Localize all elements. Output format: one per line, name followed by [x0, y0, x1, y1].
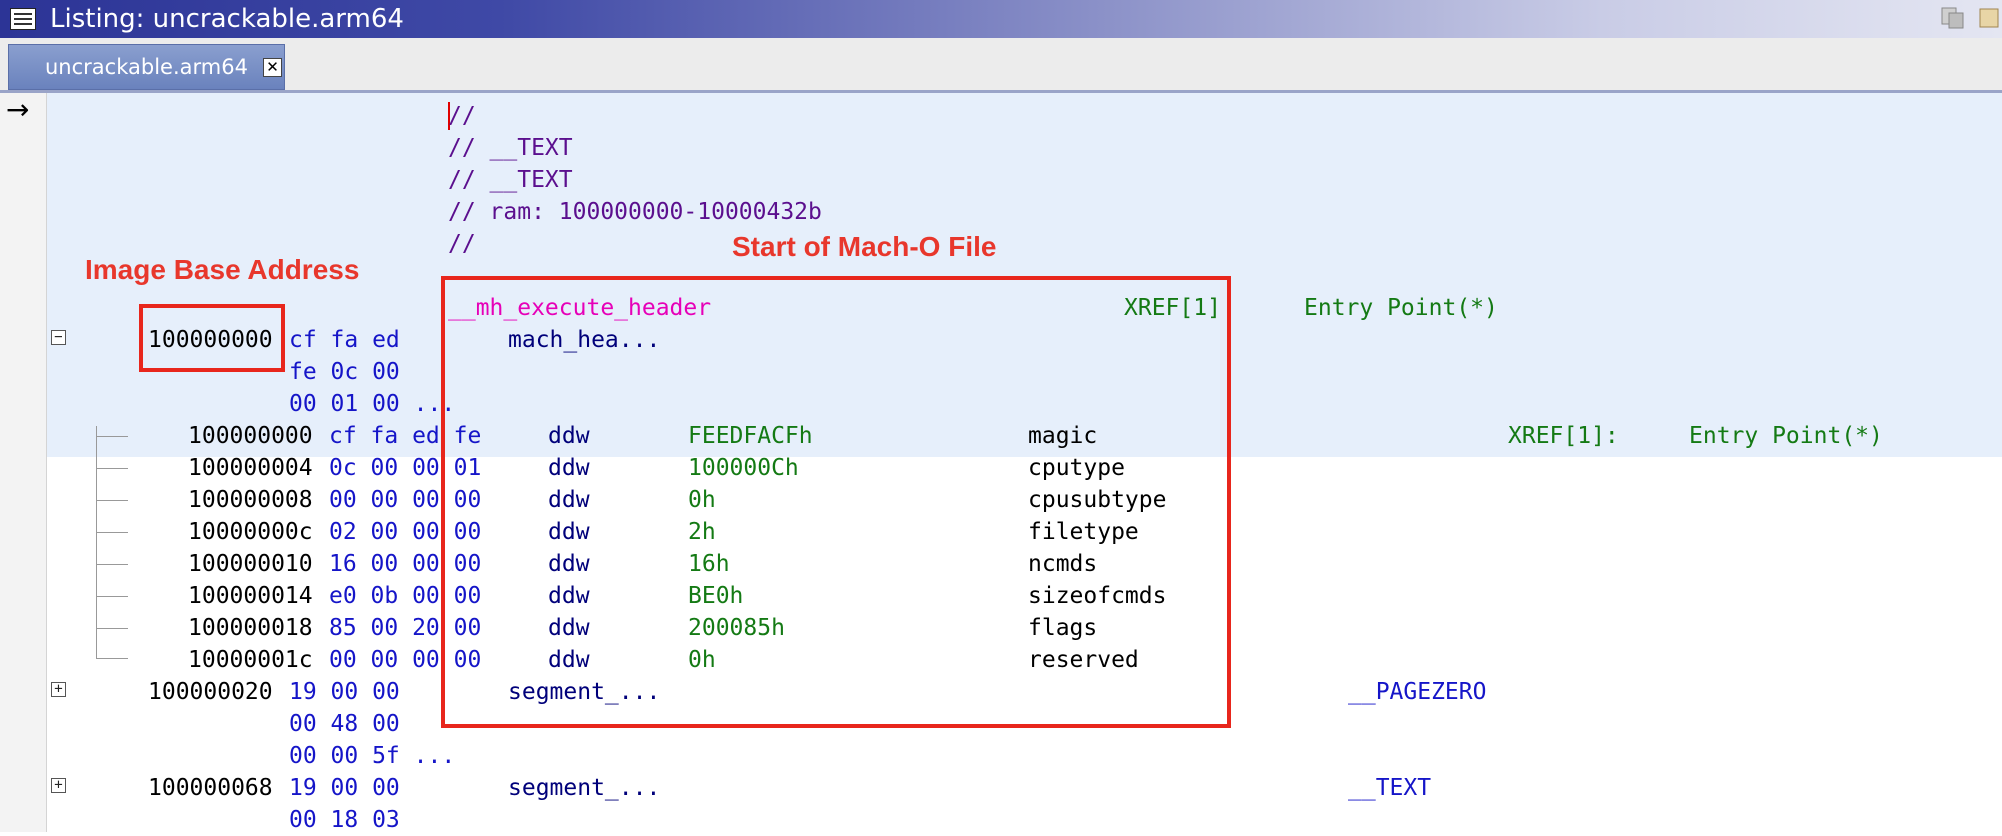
segment-bytes: 00 18 03 [289, 807, 400, 833]
header-address[interactable]: 100000000 [148, 327, 273, 353]
segment-name[interactable]: __PAGEZERO [1348, 679, 1487, 705]
comment-line: // [448, 103, 476, 129]
field-address[interactable]: 100000014 [188, 583, 313, 609]
expand-toggle-icon[interactable]: + [51, 778, 66, 793]
tree-line [96, 628, 128, 629]
tree-line [96, 468, 128, 469]
field-mnemonic[interactable]: ddw [548, 519, 590, 545]
field-bytes: 02 00 00 00 [329, 519, 482, 545]
header-bytes: cf fa ed [289, 327, 400, 353]
field-address[interactable]: 100000010 [188, 551, 313, 577]
field-mnemonic[interactable]: ddw [548, 647, 590, 673]
field-bytes: 00 00 00 00 [329, 647, 482, 673]
field-bytes: 16 00 00 00 [329, 551, 482, 577]
field-name[interactable]: flags [1028, 615, 1098, 641]
header-entry-point[interactable]: Entry Point(*) [1304, 295, 1498, 321]
field-entry-point[interactable]: Entry Point(*) [1689, 423, 1883, 449]
field-mnemonic[interactable]: ddw [548, 455, 590, 481]
window-title: Listing: uncrackable.arm64 [50, 4, 404, 34]
segment-type[interactable]: segment_... [508, 775, 661, 801]
tree-line [96, 500, 128, 501]
field-value[interactable]: 0h [688, 487, 716, 513]
field-value[interactable]: FEEDFACFh [688, 423, 813, 449]
field-address[interactable]: 10000001c [188, 647, 313, 673]
header-xref[interactable]: XREF[1] [1124, 295, 1221, 321]
segment-bytes: 19 00 00 [289, 679, 400, 705]
field-name[interactable]: sizeofcmds [1028, 583, 1167, 609]
field-name[interactable]: filetype [1028, 519, 1139, 545]
field-mnemonic[interactable]: ddw [548, 583, 590, 609]
tab-label: uncrackable.arm64 [45, 55, 248, 79]
field-value[interactable]: 0h [688, 647, 716, 673]
segment-bytes: 19 00 00 [289, 775, 400, 801]
text-cursor [448, 102, 450, 130]
field-address[interactable]: 100000008 [188, 487, 313, 513]
field-value[interactable]: 100000Ch [688, 455, 799, 481]
field-mnemonic[interactable]: ddw [548, 423, 590, 449]
field-name[interactable]: magic [1028, 423, 1098, 449]
current-location-arrow-icon: → [6, 93, 30, 126]
field-value[interactable]: 16h [688, 551, 730, 577]
snapshot-icon[interactable] [1940, 6, 1966, 30]
segment-bytes: 00 48 00 [289, 711, 400, 737]
field-address[interactable]: 100000004 [188, 455, 313, 481]
comment-line: // [448, 231, 476, 257]
segment-type[interactable]: segment_... [508, 679, 661, 705]
tree-line [96, 596, 128, 597]
header-label[interactable]: __mh_execute_header [448, 295, 712, 321]
tree-line [96, 658, 128, 659]
window-title-bar: Listing: uncrackable.arm64 [0, 0, 2002, 38]
field-bytes: 85 00 20 00 [329, 615, 482, 641]
expand-toggle-icon[interactable]: + [51, 682, 66, 697]
tab-uncrackable-arm64[interactable]: uncrackable.arm64 ✕ [8, 44, 285, 90]
segment-name[interactable]: __TEXT [1348, 775, 1432, 801]
segment-bytes: 00 00 5f ... [289, 743, 456, 769]
segment-address[interactable]: 100000020 [148, 679, 273, 705]
field-name[interactable]: cputype [1028, 455, 1125, 481]
comment-line: // __TEXT [448, 167, 573, 193]
field-xref[interactable]: XREF[1]: [1508, 423, 1619, 449]
header-highlight [47, 93, 2002, 457]
field-address[interactable]: 100000018 [188, 615, 313, 641]
header-type[interactable]: mach_hea... [508, 327, 661, 353]
field-name[interactable]: ncmds [1028, 551, 1098, 577]
tree-line [96, 436, 128, 437]
field-bytes: 0c 00 00 01 [329, 455, 482, 481]
field-mnemonic[interactable]: ddw [548, 615, 590, 641]
comment-line: // __TEXT [448, 135, 573, 161]
comment-line: // ram: 100000000-10000432b [448, 199, 822, 225]
close-tab-icon[interactable]: ✕ [263, 58, 282, 77]
listing-margin [0, 93, 47, 832]
tree-line [96, 426, 97, 658]
field-mnemonic[interactable]: ddw [548, 551, 590, 577]
listing-window-icon [10, 8, 36, 30]
tree-line [96, 564, 128, 565]
image-base-highlight-box [139, 304, 285, 372]
field-mnemonic[interactable]: ddw [548, 487, 590, 513]
field-bytes: e0 0b 00 00 [329, 583, 482, 609]
header-bytes: fe 0c 00 [289, 359, 400, 385]
window-menu-icon[interactable] [1978, 6, 2002, 30]
field-address[interactable]: 100000000 [188, 423, 313, 449]
image-base-annotation: Image Base Address [85, 254, 360, 285]
tree-line [96, 532, 128, 533]
macho-start-annotation: Start of Mach-O File [732, 231, 997, 262]
field-value[interactable]: 200085h [688, 615, 785, 641]
field-bytes: 00 00 00 00 [329, 487, 482, 513]
field-value[interactable]: 2h [688, 519, 716, 545]
tab-strip: uncrackable.arm64 ✕ [0, 38, 2002, 93]
header-bytes: 00 01 00 ... [289, 391, 456, 417]
collapse-toggle-icon[interactable]: − [51, 330, 66, 345]
field-bytes: cf fa ed fe [329, 423, 482, 449]
segment-address[interactable]: 100000068 [148, 775, 273, 801]
field-name[interactable]: reserved [1028, 647, 1139, 673]
field-value[interactable]: BE0h [688, 583, 744, 609]
macho-header-highlight-box [441, 276, 1231, 728]
field-name[interactable]: cpusubtype [1028, 487, 1167, 513]
field-address[interactable]: 10000000c [188, 519, 313, 545]
